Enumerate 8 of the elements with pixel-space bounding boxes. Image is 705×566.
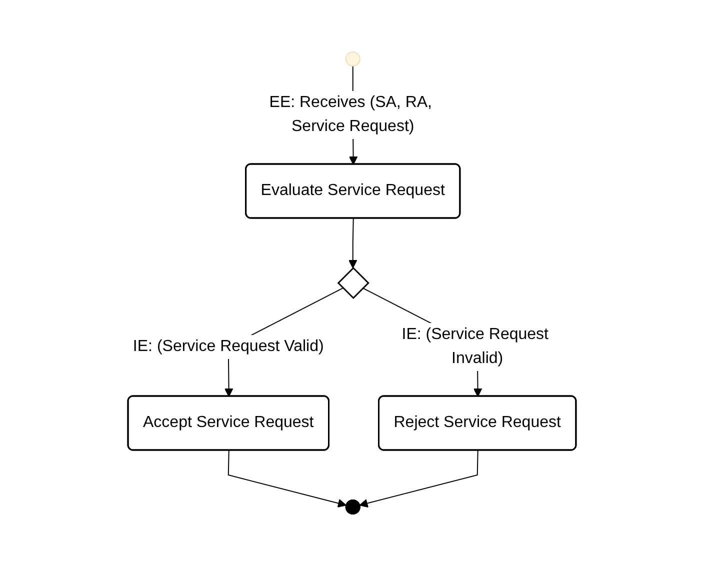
edge-label: IE: (Service Request Valid) <box>132 338 324 355</box>
arrow <box>359 450 478 508</box>
arrow <box>348 218 358 268</box>
arrow <box>228 450 346 508</box>
node-circle <box>345 52 360 66</box>
edge-label: EE: Receives (SA, RA, Service Request) <box>269 94 432 135</box>
node-diamond <box>337 266 370 300</box>
edge-label: IE: (Service Request Invalid) <box>402 326 548 367</box>
